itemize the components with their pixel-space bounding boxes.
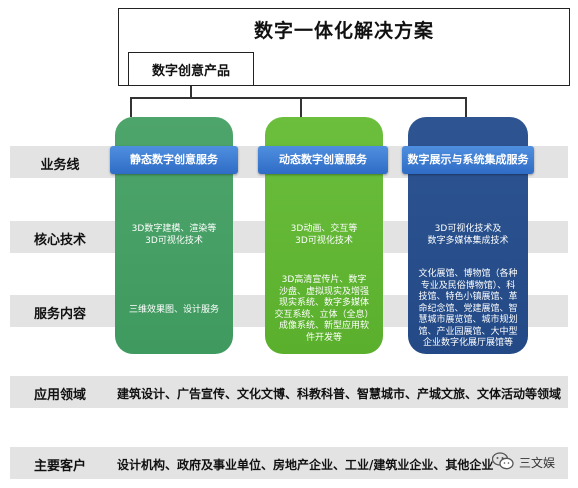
watermark-text: 三文娱 (519, 456, 556, 470)
column-display-integration-service-line-6: 馆、产业园展馆、大中型 (418, 326, 518, 337)
column-display-integration-service: 文化展馆、博物馆（各种 专业及民俗博物馆）、科 技馆、特色小镇展馆、革 命纪念馆… (408, 269, 528, 350)
product-label: 数字创意产品 (151, 64, 230, 79)
column-display-integration-tech-line-1: 3D可视化技术及 (434, 224, 502, 234)
column-static-tech-line-1: 3D数字建模、渲染等 (131, 224, 217, 234)
connector-right (465, 97, 467, 117)
column-static-service: 三维效果图、设计服务 (115, 305, 233, 317)
column-dynamic-service-line-4: 交互系统、立体（全息） (274, 309, 374, 320)
column-dynamic-service-line-5: 成像系统、新型应用软 (278, 321, 369, 331)
band-customers (10, 447, 568, 479)
row-label-service: 服务内容 (33, 307, 86, 322)
row-label-application: 应用领域 (33, 388, 86, 403)
connector-left (130, 97, 132, 117)
column-display-integration-service-line-4: 命纪念馆、党建展馆、智 (418, 303, 518, 314)
column-dynamic-service-line-6: 件开发等 (305, 332, 342, 343)
column-dynamic-service-line-3: 现实系统、数字多媒体 (278, 298, 369, 308)
band-application (10, 376, 568, 408)
product-box (128, 52, 254, 86)
diagram-title: 数字一体化解决方案 (253, 20, 434, 42)
column-dynamic-header: 动态数字创意服务 (258, 146, 388, 174)
connector-trunk (190, 86, 192, 98)
row-label-customers: 主要客户 (33, 459, 86, 474)
column-dynamic-service-line-1: 3D高清宣传片、数字 (281, 275, 367, 285)
column-static-tech: 3D数字建模、渲染等 3D可视化技术 (115, 224, 233, 247)
row-label-business-line: 业务线 (40, 158, 80, 173)
column-display-integration-service-line-5: 慧城市展览馆、城市规划 (418, 315, 518, 325)
customers-text: 设计机构、政府及事业单位、房地产企业、工业/建筑业企业、其他企业 (117, 458, 494, 472)
connector-horizontal (130, 97, 466, 99)
column-display-integration-header: 数字展示与系统集成服务 (402, 146, 534, 174)
column-static-service-line-1: 三维效果图、设计服务 (128, 305, 219, 315)
column-dynamic-tech-line-1: 3D动画、交互等 (290, 224, 358, 234)
column-dynamic-tech: 3D动画、交互等 3D可视化技术 (265, 224, 383, 247)
connector-middle (300, 97, 302, 117)
column-display-integration-service-line-1: 文化展馆、博物馆（各种 (418, 269, 518, 279)
column-display-integration-tech: 3D可视化技术及 数字多媒体集成技术 (408, 224, 528, 247)
column-static-tech-line-2: 3D可视化技术 (145, 235, 203, 246)
column-display-integration-service-line-3: 技馆、特色小镇展馆、革 (418, 292, 518, 302)
column-display-integration-tech-line-2: 数字多媒体集成技术 (427, 235, 509, 246)
column-display-integration-service-line-7: 企业数字化展厅展馆等 (422, 338, 513, 348)
wechat-icon (491, 452, 514, 470)
application-text: 建筑设计、广告宣传、文化文博、科教科普、智慧城市、产城文旅、文体活动等领域 (117, 387, 562, 401)
column-static-header: 静态数字创意服务 (110, 146, 238, 174)
column-dynamic-service-line-2: 沙盘、虚拟现实及增强 (278, 286, 369, 297)
column-dynamic-tech-line-2: 3D可视化技术 (295, 235, 353, 246)
row-label-core-tech: 核心技术 (33, 233, 86, 248)
column-dynamic-service: 3D高清宣传片、数字 沙盘、虚拟现实及增强 现实系统、数字多媒体 交互系统、立体… (265, 275, 383, 344)
column-display-integration-service-line-2: 专业及民俗博物馆）、科 (420, 280, 516, 291)
